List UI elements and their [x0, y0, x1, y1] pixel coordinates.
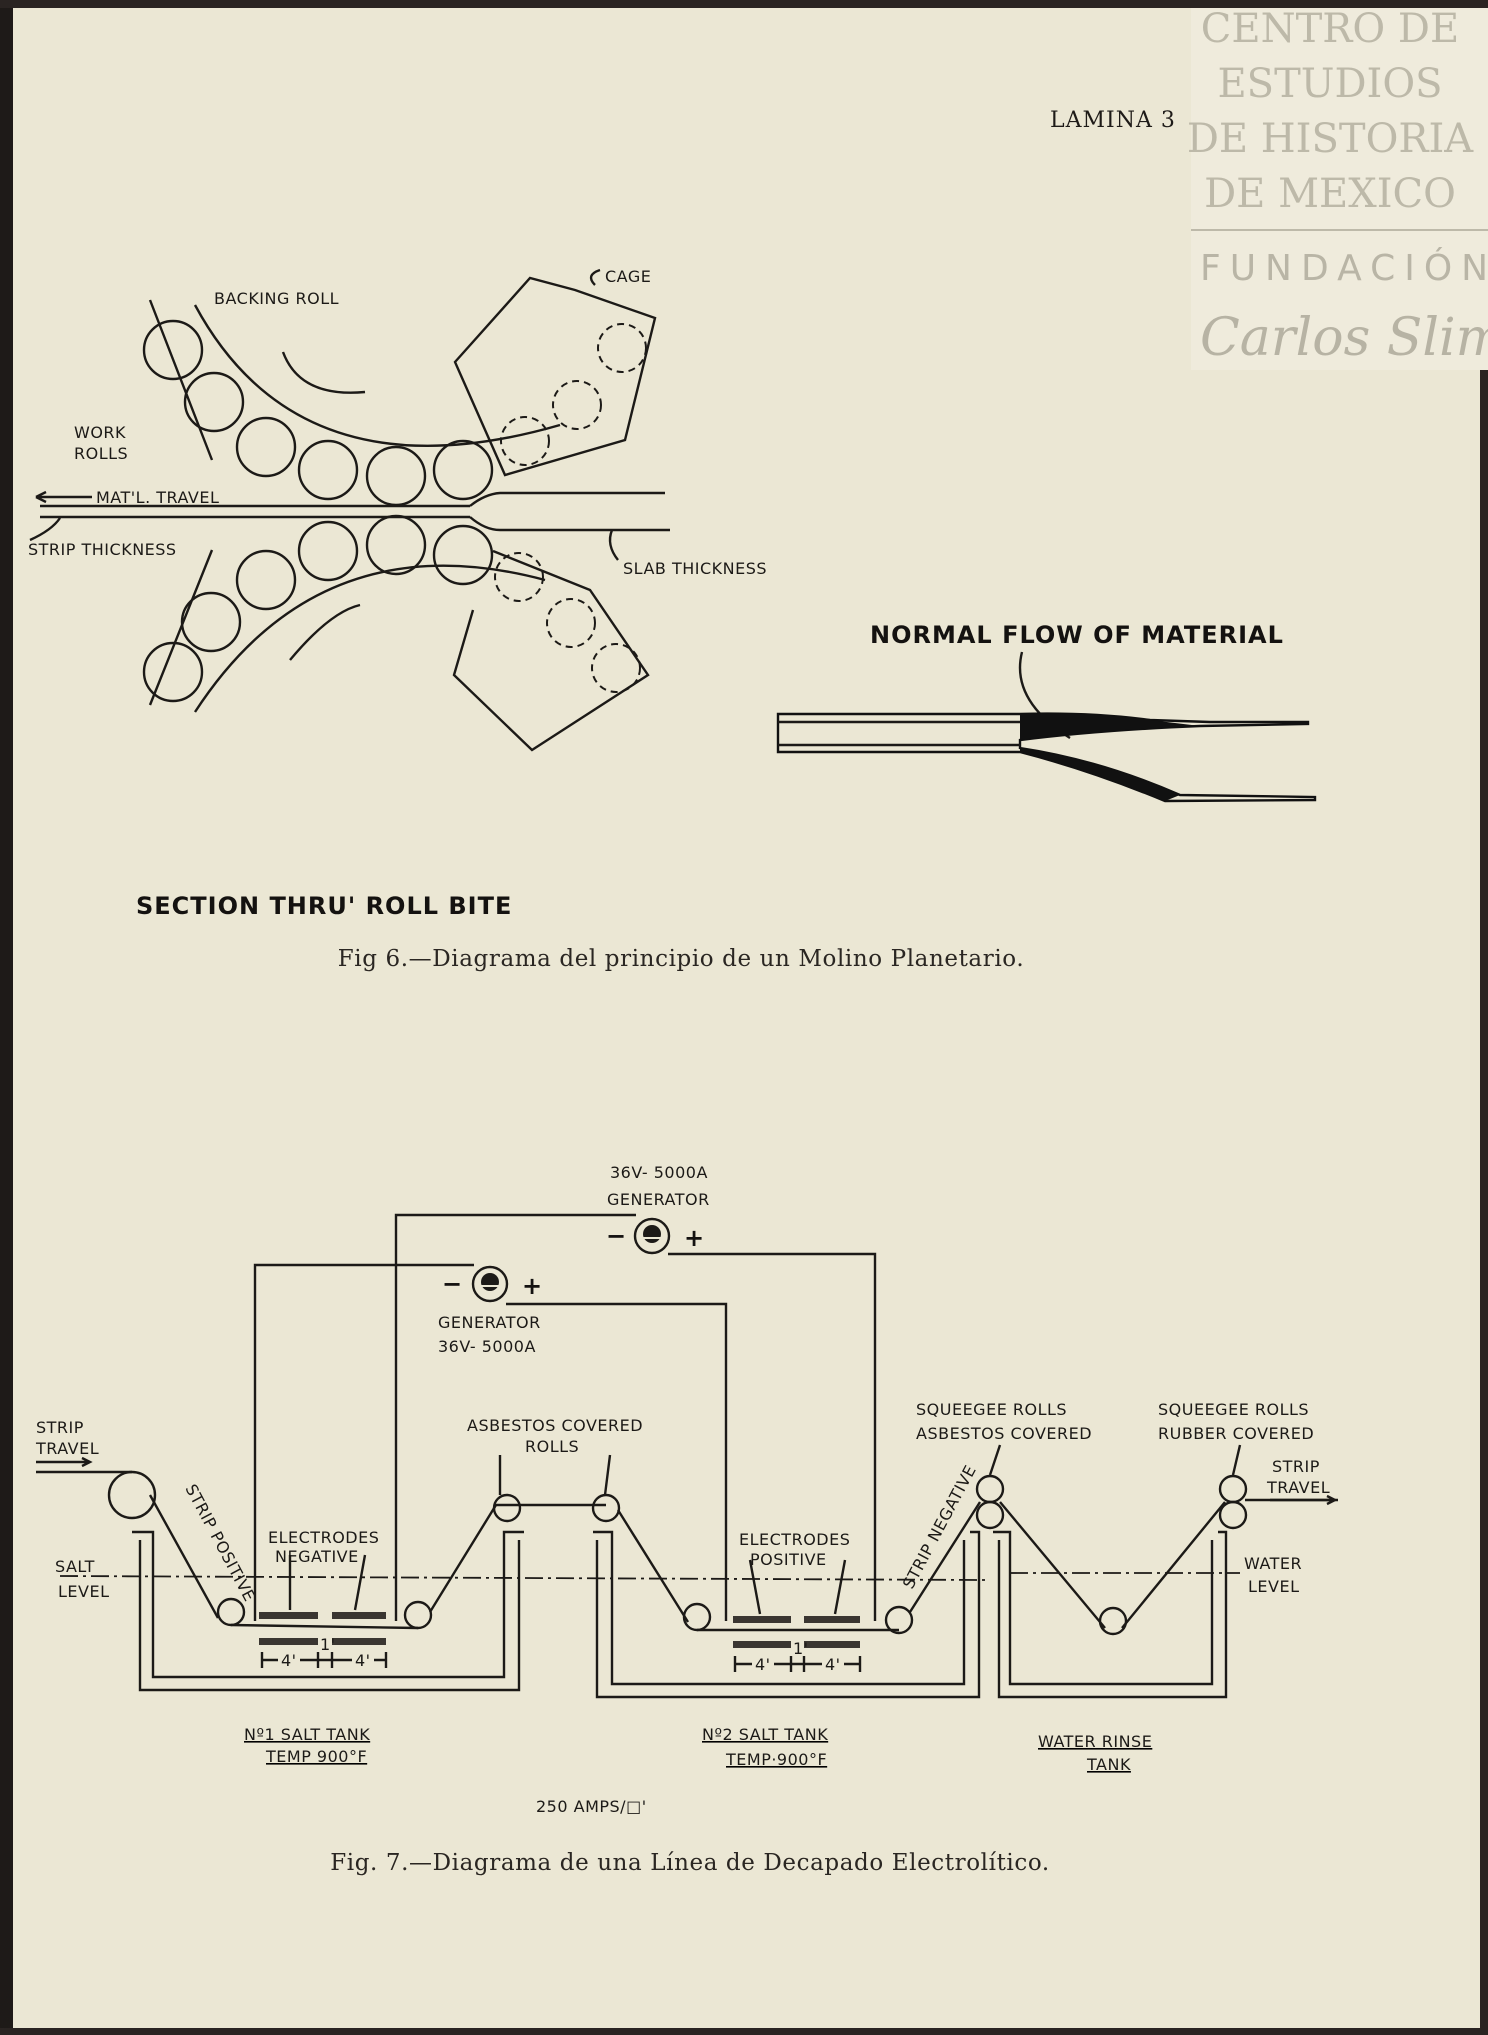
salt-tank-1 [132, 1530, 524, 1692]
label-top-generator: GENERATOR [607, 1190, 710, 1209]
label-squeegee-rubber: SQUEEGEE ROLLS [1158, 1400, 1309, 1419]
label-strip-positive: STRIP POSITIVE [181, 1481, 259, 1605]
label-electrodes-positive: ELECTRODES [739, 1530, 850, 1549]
plus-sign: + [684, 1224, 705, 1252]
water-rinse-tank [993, 1530, 1228, 1699]
label-top-generator-rating: 36V- 5000A [610, 1163, 708, 1182]
dimension-label: 1' [320, 1635, 336, 1654]
label-water-level: LEVEL [1248, 1577, 1300, 1596]
watermark-fundacion: FUNDACIÓN [1200, 247, 1488, 289]
label-squeegee-rubber: RUBBER COVERED [1158, 1424, 1314, 1443]
rotation-arrow [281, 351, 366, 394]
label-electrodes-positive: POSITIVE [750, 1550, 827, 1569]
dimension-label: 4' [755, 1655, 771, 1674]
minus-sign: − [442, 1270, 463, 1298]
plus-sign: + [522, 1272, 543, 1300]
dimension-label: 4' [825, 1655, 841, 1674]
lower-cage [452, 549, 650, 752]
roll-bite-diagram: BACKING ROLL CAGE WORK ROLLS MAT'L. TRAV… [28, 267, 767, 752]
label-squeegee-asbestos: ASBESTOS COVERED [916, 1424, 1092, 1443]
scan-border-left [0, 0, 13, 2035]
electrolytic-pickling-diagram: 36V- 5000A GENERATOR − + − + GENERATOR 3… [35, 1163, 1338, 1816]
label-squeegee-asbestos: SQUEEGEE ROLLS [916, 1400, 1067, 1419]
label-material-travel: MAT'L. TRAVEL [96, 488, 219, 507]
label-current-density: 250 AMPS/□' [536, 1797, 647, 1816]
label-asbestos-covered-rolls: ASBESTOS COVERED [467, 1416, 643, 1435]
salt-level-line [59, 1575, 986, 1581]
label-cage: CAGE [605, 267, 651, 286]
electrodes [259, 1612, 860, 1648]
label-strip-negative: STRIP NEGATIVE [899, 1462, 980, 1592]
label-lower-generator: GENERATOR [438, 1313, 541, 1332]
label-strip-travel-in: TRAVEL [35, 1439, 99, 1458]
scan-border-bottom [0, 2028, 1488, 2035]
label-tank-2: Nº2 SALT TANK [702, 1725, 828, 1744]
watermark-line: DE MEXICO [1204, 171, 1456, 217]
label-electrodes-negative: NEGATIVE [275, 1547, 359, 1566]
top-generator-wiring [394, 1213, 877, 1621]
label-strip-travel-in: STRIP [36, 1418, 84, 1437]
upper-backing-roll [193, 304, 561, 448]
label-strip-travel-out: TRAVEL [1266, 1478, 1330, 1497]
label-water-rinse-tank: TANK [1086, 1755, 1131, 1774]
watermark-line: CENTRO DE [1201, 6, 1459, 52]
watermark-line: ESTUDIOS [1217, 61, 1442, 107]
lower-backing-roll [193, 564, 546, 713]
dimension-label: 4' [281, 1651, 297, 1670]
lower-work-rolls [142, 514, 494, 703]
generator-icon [471, 1265, 509, 1303]
fig6-caption: Fig 6.—Diagrama del principio de un Moli… [338, 946, 1025, 972]
plate-label: LAMINA 3 [1050, 108, 1176, 133]
label-strip-travel-out: STRIP [1272, 1457, 1320, 1476]
label-water-level: WATER [1244, 1554, 1302, 1573]
watermark-signature: Carlos Slim [1200, 308, 1488, 368]
normal-flow-diagram: NORMAL FLOW OF MATERIAL [776, 621, 1317, 803]
salt-tank-2 [593, 1530, 981, 1699]
upper-work-rolls [142, 319, 494, 507]
label-salt-level: LEVEL [58, 1582, 110, 1601]
upper-cage [453, 276, 657, 477]
label-asbestos-covered-rolls: ROLLS [525, 1437, 579, 1456]
label-normal-flow: NORMAL FLOW OF MATERIAL [870, 621, 1284, 649]
label-tank-2-temp: TEMP·900°F [725, 1750, 827, 1769]
scan-border-top [0, 0, 1488, 8]
watermark: CENTRO DE ESTUDIOS DE HISTORIA DE MEXICO… [1187, 6, 1488, 370]
label-tank-1: Nº1 SALT TANK [244, 1725, 370, 1744]
label-salt-level: SALT [55, 1557, 95, 1576]
label-work: WORK [74, 423, 126, 442]
material-travel-arrow [35, 490, 92, 504]
label-tank-1-temp: TEMP 900°F [265, 1747, 367, 1766]
watermark-line: DE HISTORIA [1187, 116, 1474, 162]
fig7-caption: Fig. 7.—Diagrama de una Línea de Decapad… [330, 1850, 1050, 1876]
label-rolls: ROLLS [74, 444, 128, 463]
tank-labels: Nº1 SALT TANK TEMP 900°F Nº2 SALT TANK T… [244, 1725, 1152, 1774]
scan-border-right [1480, 370, 1488, 2035]
dimension-label: 4' [355, 1651, 371, 1670]
label-backing-roll: BACKING ROLL [214, 289, 339, 308]
dimension-label: 1' [793, 1639, 809, 1658]
generator-icon [633, 1217, 671, 1255]
label-slab-thickness: SLAB THICKNESS [623, 559, 767, 578]
strip-path [36, 1470, 1338, 1632]
minus-sign: − [606, 1222, 627, 1250]
fig6-title: SECTION THRU' ROLL BITE [136, 892, 512, 920]
label-electrodes-negative: ELECTRODES [268, 1528, 379, 1547]
label-lower-generator-rating: 36V- 5000A [438, 1337, 536, 1356]
electrode-dimensions: 4' 1' 4' 4' 1' 4' [260, 1635, 862, 1674]
lower-generator-wiring [253, 1263, 728, 1621]
label-water-rinse-tank: WATER RINSE [1038, 1732, 1152, 1751]
label-strip-thickness: STRIP THICKNESS [28, 540, 177, 559]
